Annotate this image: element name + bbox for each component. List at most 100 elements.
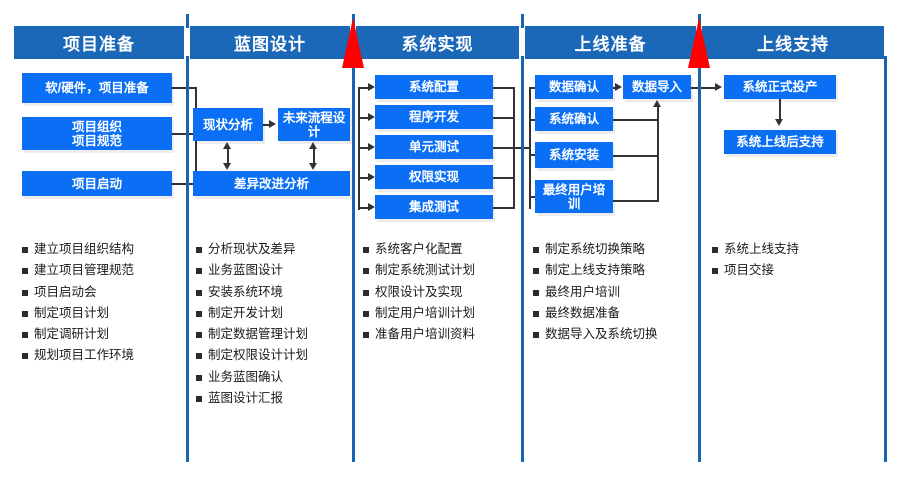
task-label: 项目启动会 [34, 284, 97, 299]
task-list-phase-1: 建立项目组织结构 建立项目管理规范 项目启动会 制定项目计划 制定调研计划 规划… [22, 242, 135, 371]
process-box-data-import[interactable]: 数据导入 [623, 75, 691, 99]
connector-sysinstall-riser [613, 155, 659, 157]
bullet-icon [196, 374, 202, 381]
arrow-p2-to-unittest-icon [368, 143, 375, 151]
task-label: 系统上线支持 [724, 242, 800, 256]
process-box-official-golive[interactable]: 系统正式投产 [724, 75, 836, 99]
milestone-marker-blueprint-to-build-icon [342, 18, 364, 68]
task-label: 制定用户培训计划 [375, 305, 476, 320]
process-box-label: 集成测试 [408, 200, 459, 214]
task-label: 系统客户化配置 [375, 242, 463, 256]
process-box-authorization[interactable]: 权限实现 [375, 165, 493, 189]
bullet-icon [363, 268, 369, 275]
process-box-program-development[interactable]: 程序开发 [375, 105, 493, 129]
task-item: 制定数据管理计划 [196, 327, 308, 342]
task-item: 权限设计及实现 [363, 284, 475, 300]
phase-header-4: 上线准备 [525, 26, 696, 59]
phase-header-1: 项目准备 [14, 26, 184, 59]
bullet-icon [533, 289, 539, 296]
connector-current-to-gap [227, 148, 229, 164]
bullet-icon [533, 247, 539, 253]
task-item: 制定调研计划 [22, 327, 134, 342]
bullet-icon [363, 332, 369, 338]
process-box-label: 现状分析 [202, 117, 253, 132]
process-box-hardware-prep[interactable]: 软/硬件，项目准备 [22, 73, 172, 103]
phase-divider-1 [186, 56, 189, 462]
process-box-data-confirmation[interactable]: 数据确认 [535, 75, 613, 99]
connector-p3-box1 [493, 87, 515, 89]
process-box-integration-test[interactable]: 集成测试 [375, 195, 493, 219]
process-box-future-process-design[interactable]: 未来流程设计 [278, 108, 350, 141]
task-label: 最终用户培训 [545, 284, 621, 299]
task-item: 制定上线支持策略 [533, 263, 658, 278]
process-box-label: 单元测试 [408, 140, 459, 154]
task-label: 权限设计及实现 [375, 284, 463, 299]
bullet-icon [196, 289, 202, 296]
connector-sysconfirm-riser [613, 119, 659, 121]
task-item: 最终用户培训 [533, 284, 658, 300]
connector-golive-to-support [779, 99, 781, 122]
task-item: 安装系统环境 [196, 285, 308, 300]
phase-header-label: 蓝图设计 [234, 35, 306, 54]
process-box-system-config[interactable]: 系统配置 [375, 75, 493, 99]
connector-p4-to-p5 [691, 87, 719, 89]
task-label: 制定上线支持策略 [545, 263, 646, 278]
task-label: 准备用户培训资料 [375, 327, 476, 341]
connector-p3-box3 [493, 147, 515, 149]
process-box-project-kickoff[interactable]: 项目启动 [22, 171, 172, 196]
process-box-system-installation[interactable]: 系统安装 [535, 142, 613, 168]
process-box-system-confirmation[interactable]: 系统确认 [535, 107, 613, 131]
connector-training-riser [613, 200, 659, 202]
bullet-icon [22, 310, 28, 317]
process-box-enduser-training[interactable]: 最终用户培训 [535, 180, 613, 213]
process-box-label: 系统确认 [548, 112, 599, 126]
task-label: 制定项目计划 [34, 305, 110, 320]
bullet-icon [533, 310, 539, 317]
phase-header-3: 系统实现 [356, 26, 519, 59]
task-label: 规划项目工作环境 [34, 348, 135, 363]
process-box-gap-improvement[interactable]: 差异改进分析 [193, 171, 350, 196]
arrow-p4-to-p5-icon [715, 83, 722, 91]
bullet-icon [22, 289, 28, 296]
task-item: 业务蓝图确认 [196, 370, 308, 385]
task-item: 制定项目计划 [22, 305, 134, 321]
task-list-phase-4: 制定系统切换策略 制定上线支持策略 最终用户培训 最终数据准备 数据导入及系统切… [533, 242, 658, 349]
arrow-gap-to-future-icon [309, 142, 317, 149]
task-item: 准备用户培训资料 [363, 327, 476, 342]
connector-p3-box5 [493, 207, 515, 209]
process-box-label: 系统配置 [408, 80, 459, 94]
process-box-post-golive-support[interactable]: 系统上线后支持 [724, 130, 836, 154]
connector-p4-riser-bus [657, 106, 659, 202]
task-item: 系统客户化配置 [363, 242, 475, 257]
process-box-label: 未来流程设计 [282, 110, 346, 139]
process-box-label: 系统上线后支持 [736, 135, 824, 149]
task-label: 分析现状及差异 [208, 242, 296, 256]
bullet-icon [196, 247, 202, 253]
task-label: 最终数据准备 [545, 305, 621, 320]
process-box-label: 权限实现 [408, 170, 459, 184]
process-box-label: 数据确认 [548, 80, 599, 94]
arrow-dataconfirm-to-dataimport-icon [615, 83, 622, 91]
phase-divider-2 [352, 56, 355, 462]
arrow-current-to-gap-icon [223, 163, 231, 170]
connector-p2-fan-1 [358, 87, 372, 89]
bullet-icon [533, 268, 539, 275]
arrow-current-to-future-icon [269, 120, 276, 128]
task-label: 制定调研计划 [34, 327, 110, 341]
task-label: 建立项目组织结构 [34, 242, 135, 256]
task-item: 制定用户培训计划 [363, 305, 476, 321]
task-item: 建立项目管理规范 [22, 263, 134, 278]
phase-header-label: 上线支持 [757, 35, 829, 54]
bullet-icon [712, 268, 718, 275]
process-box-project-org[interactable]: 项目组织 项目规范 [22, 117, 172, 150]
task-label: 数据导入及系统切换 [545, 327, 658, 341]
task-label: 业务蓝图设计 [208, 263, 284, 278]
task-item: 项目交接 [712, 263, 799, 278]
arrow-riser-to-dataimport-icon [653, 100, 661, 107]
process-box-current-analysis[interactable]: 现状分析 [193, 108, 263, 141]
bullet-icon [22, 247, 28, 253]
task-item: 数据导入及系统切换 [533, 327, 658, 342]
phase-divider-5 [884, 56, 887, 462]
process-box-unit-test[interactable]: 单元测试 [375, 135, 493, 159]
